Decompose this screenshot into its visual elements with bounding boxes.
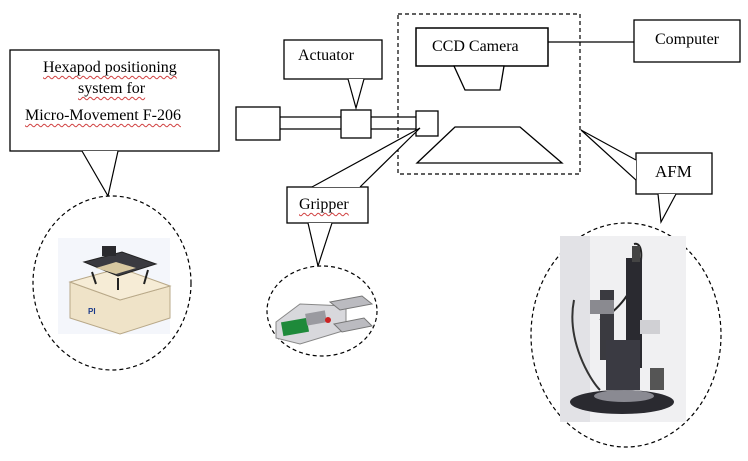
computer-label: Computer	[655, 31, 719, 48]
ccd-camera-label: CCD Camera	[432, 38, 519, 55]
hexapod-photo: PI	[58, 238, 172, 335]
gripper-callout-lower-tail	[307, 222, 333, 269]
afm-callout-lower-tail	[657, 193, 677, 224]
actuator-callout-box	[283, 39, 383, 80]
actuator-block	[340, 109, 372, 139]
hexapod-label-line3: Micro-Movement F-206	[25, 107, 181, 124]
afm-callout-box	[635, 152, 713, 195]
afm-callout-upper-tail	[580, 129, 637, 181]
camera-lens-shape	[452, 65, 505, 91]
sample-stage-shape	[415, 126, 564, 164]
computer-box	[633, 19, 741, 63]
gripper-label: Gripper	[299, 196, 349, 213]
afm-photo	[560, 236, 686, 422]
hexapod-callout-box	[9, 49, 220, 152]
hexapod-brand-text: PI	[88, 307, 96, 316]
hexapod-label-line2: system for	[78, 80, 146, 97]
actuator-label: Actuator	[298, 47, 354, 64]
hexapod-label-line1: Hexapod positioning	[43, 59, 177, 76]
gripper-callout-upper-tail	[311, 127, 421, 188]
actuator-callout-tail	[347, 78, 365, 111]
hexapod-callout-tail	[81, 150, 119, 198]
gripper-end-block	[415, 110, 439, 137]
gripper-photo	[275, 295, 374, 345]
afm-enclosure-dashed-box	[397, 13, 581, 175]
hexapod-connector-block	[235, 106, 281, 141]
afm-label: AFM	[655, 162, 692, 181]
